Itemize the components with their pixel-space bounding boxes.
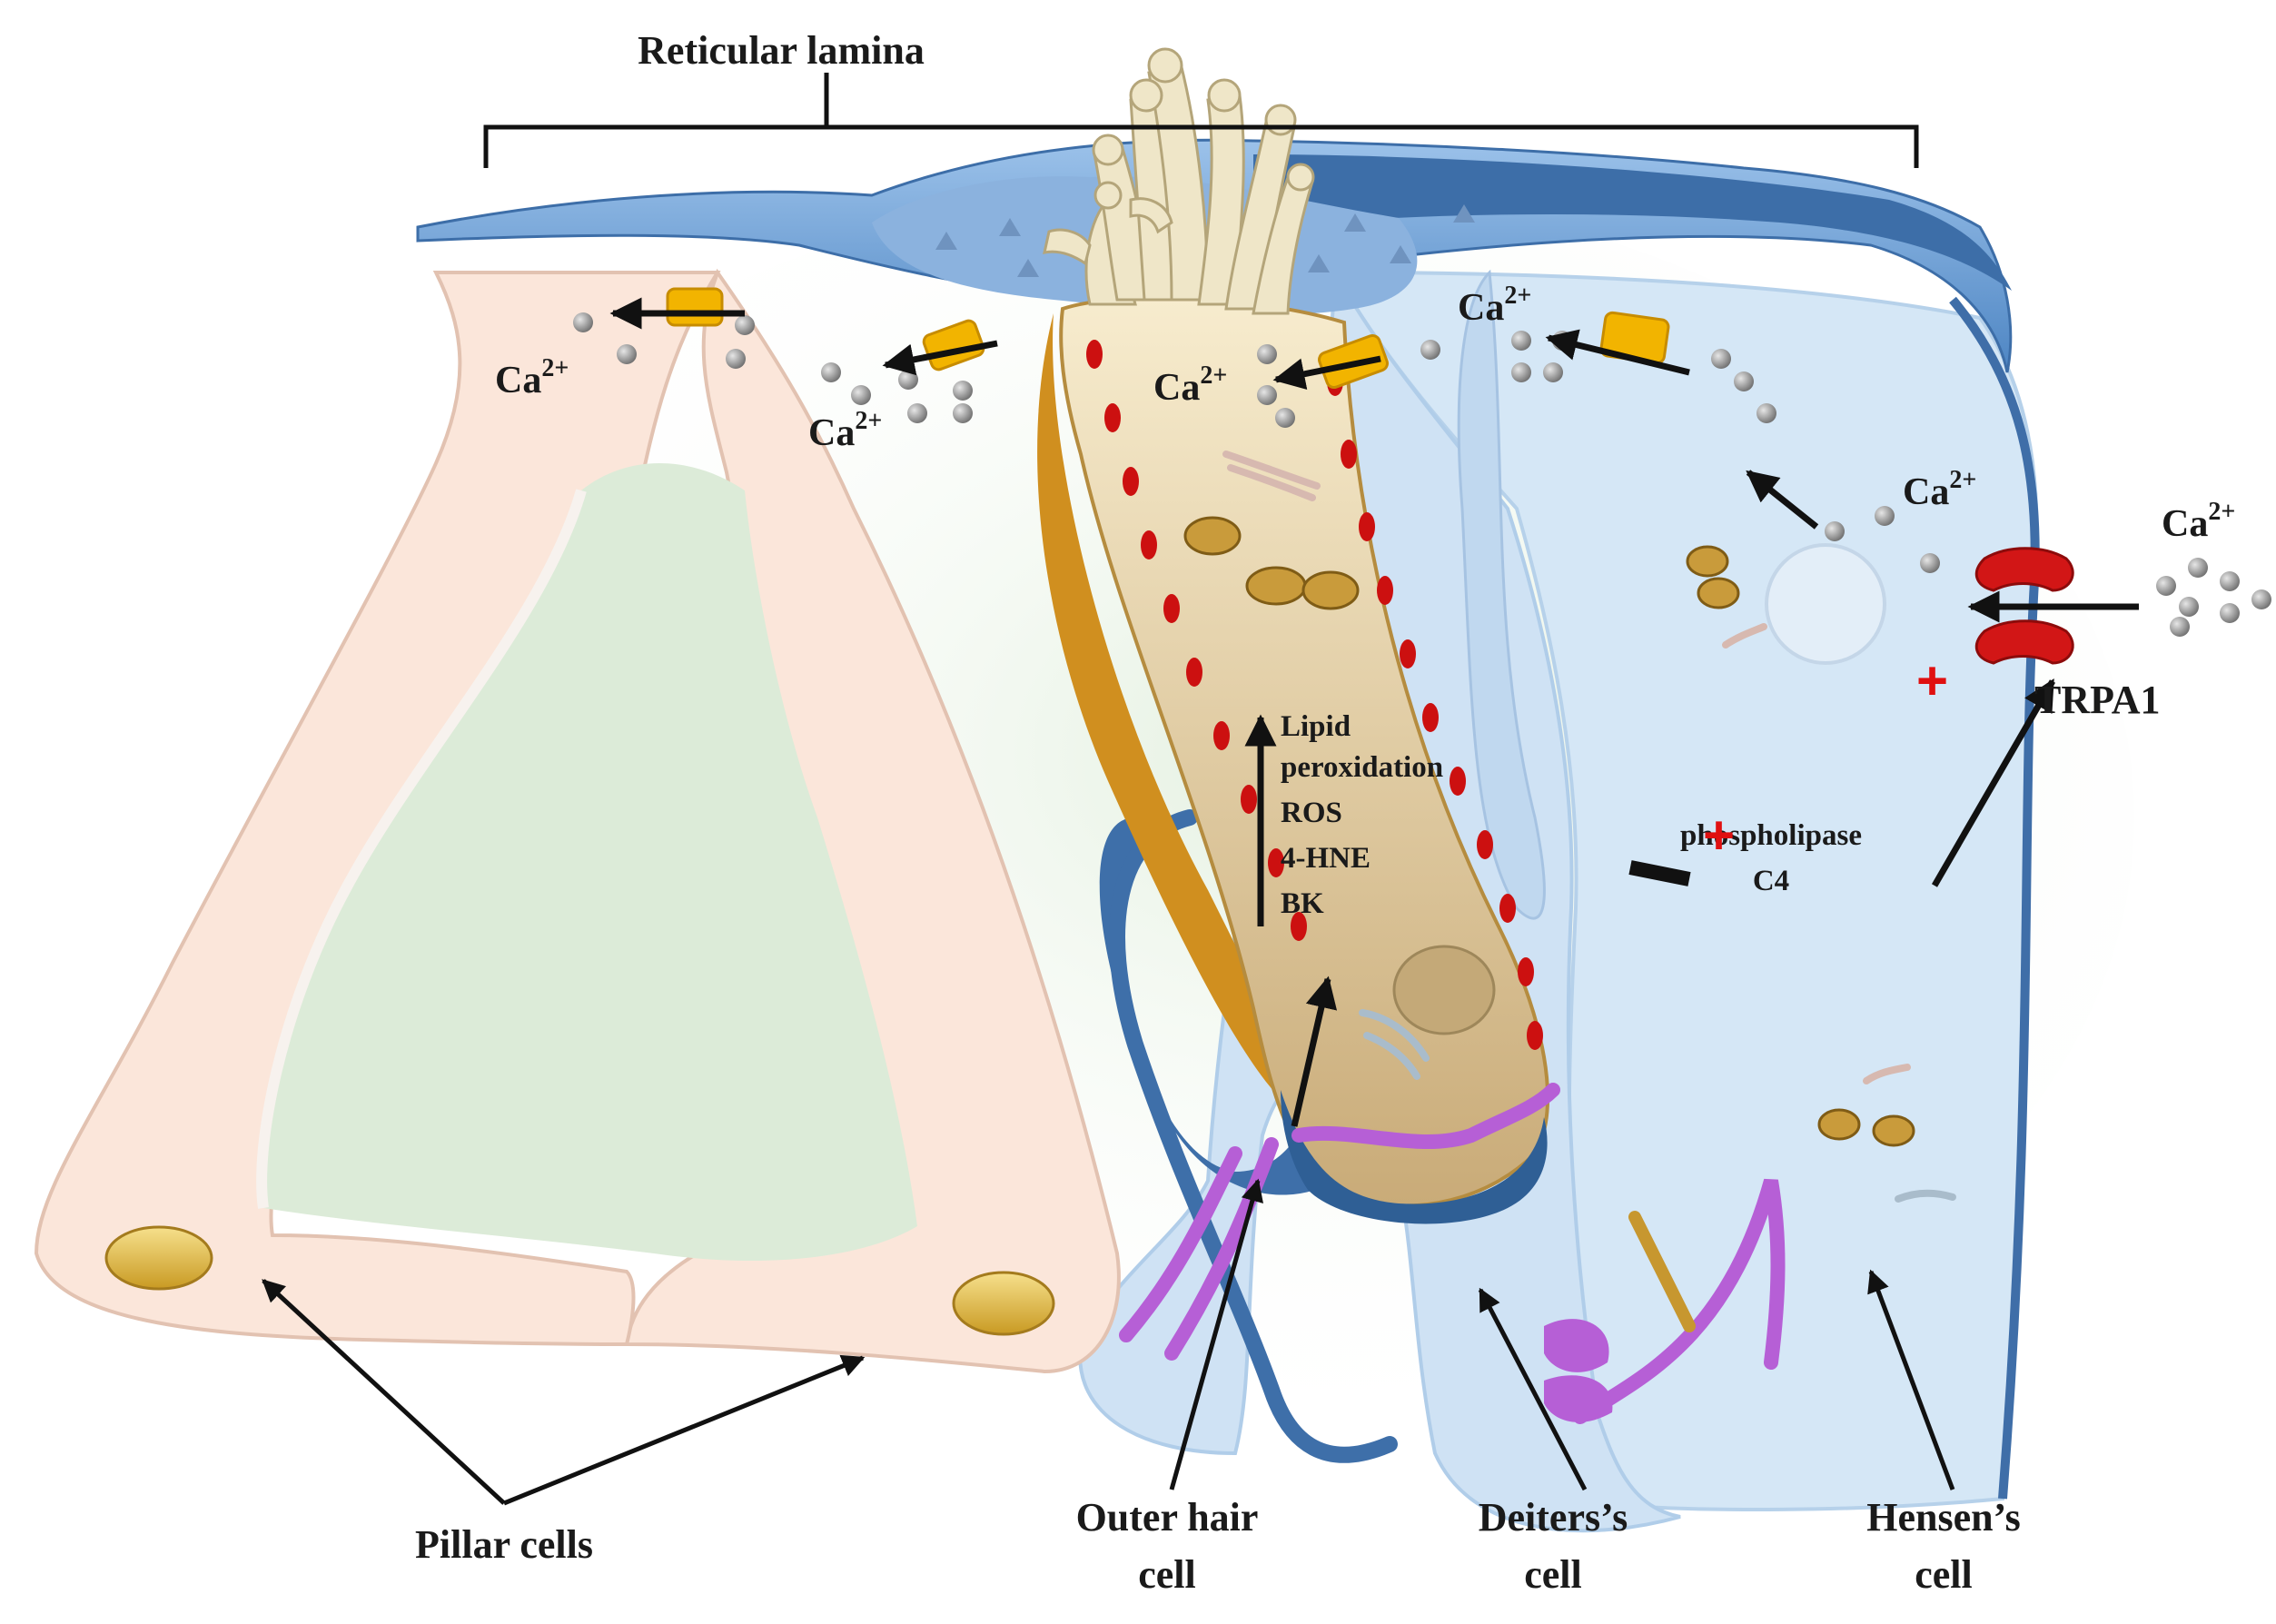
svg-text:Lipid: Lipid <box>1281 710 1351 743</box>
ca-label-5: Ca2+ <box>1903 466 1976 513</box>
flow-arrows <box>609 297 2139 1127</box>
outer-hair-cell-base <box>1281 1090 1548 1224</box>
deiters-cell-label: Deiters’s cell <box>1479 1495 1628 1597</box>
trpa1-channel <box>1974 547 2074 665</box>
svg-text:Deiters’s: Deiters’s <box>1479 1495 1628 1540</box>
golgi <box>1359 1009 1956 1203</box>
outer-hair-cell-label: Outer hair cell <box>1076 1495 1259 1597</box>
title-reticular-lamina: Reticular lamina <box>638 28 925 73</box>
svg-text:cell: cell <box>1915 1552 1973 1597</box>
svg-text:Ca2+: Ca2+ <box>1153 361 1227 409</box>
svg-text:Ca2+: Ca2+ <box>2162 498 2235 545</box>
tunnel-shading <box>256 489 587 1209</box>
svg-text:phospholipase: phospholipase <box>1680 819 1862 852</box>
prestin-dot <box>1341 440 1357 469</box>
ca-label-2: Ca2+ <box>808 407 882 454</box>
mechanism-list: Lipid peroxidation ROS 4-HNE BK <box>1281 710 1443 920</box>
pillar-nucleus-left <box>104 1225 213 1291</box>
svg-text:Hensen’s: Hensen’s <box>1866 1495 2021 1540</box>
prestin-dot <box>1400 639 1416 668</box>
endoplasmic-reticulum <box>1222 451 1911 1084</box>
prestin-dot <box>1268 848 1284 877</box>
prestin-dot <box>1241 785 1257 814</box>
ca-label-6: Ca2+ <box>2162 498 2235 545</box>
svg-text:cell: cell <box>1138 1552 1196 1597</box>
tunnel-of-corti <box>262 463 917 1262</box>
hensens-cell-label: Hensen’s cell <box>1866 1495 2021 1597</box>
trpa1-label: TRPA1 <box>2034 678 2161 722</box>
prestin-dot <box>1086 340 1103 369</box>
stereocilia-bundle <box>1043 47 1315 315</box>
pillar-cells-label: Pillar cells <box>415 1522 593 1567</box>
calcium-ions <box>573 312 2271 637</box>
svg-text:Ca2+: Ca2+ <box>495 354 569 401</box>
prestin-dot <box>1422 703 1439 732</box>
reticular-lamina-bracket <box>483 73 1919 168</box>
phospholipase-bar <box>1628 860 1691 886</box>
deiters-outer-curve <box>1109 809 1398 1463</box>
svg-text:Ca2+: Ca2+ <box>808 407 882 454</box>
svg-text:ROS: ROS <box>1281 797 1342 829</box>
prestin-dots <box>1086 340 1543 1050</box>
ca-label-4: Ca2+ <box>1458 282 1531 329</box>
lamina-triangles <box>935 204 1475 277</box>
plus-sign-trpa1: + <box>1916 650 1948 711</box>
phospholipase-label: phospholipase C4 <box>1680 819 1862 897</box>
prestin-dot <box>1450 767 1466 796</box>
svg-text:Outer hair: Outer hair <box>1076 1495 1259 1540</box>
prestin-dot <box>1186 658 1202 687</box>
prestin-dot <box>1104 403 1121 432</box>
prestin-dot <box>1359 512 1375 541</box>
nerve-tip-lower <box>1544 1375 1613 1422</box>
prestin-dot <box>1527 1021 1543 1050</box>
svg-text:BK: BK <box>1281 887 1324 920</box>
efferent-fibre <box>1628 1211 1696 1332</box>
plus-sign-phospholipase: + <box>1703 805 1735 866</box>
lamina-dark-cap <box>1253 154 2012 291</box>
nerve-fibres <box>1119 1083 1786 1424</box>
svg-text:4-HNE: 4-HNE <box>1281 842 1371 875</box>
outer-hair-cell-nucleus <box>1392 945 1496 1035</box>
svg-text:peroxidation: peroxidation <box>1281 751 1443 784</box>
prestin-dot <box>1291 912 1307 941</box>
prestin-dot <box>1213 721 1230 750</box>
svg-text:cell: cell <box>1524 1552 1582 1597</box>
label-arrows <box>262 1178 1955 1506</box>
outer-hair-cell-shadow <box>1037 313 1308 1117</box>
prestin-dot <box>1123 467 1139 496</box>
svg-text:Ca2+: Ca2+ <box>1458 282 1531 329</box>
pillar-nucleus-right <box>952 1271 1055 1336</box>
ca-label-1: Ca2+ <box>495 354 569 401</box>
prestin-dot <box>1141 530 1157 559</box>
phalangeal-process <box>1457 269 1546 920</box>
nerve-tip <box>1544 1319 1609 1372</box>
prestin-dot <box>1518 957 1534 986</box>
mitochondria <box>1183 516 1915 1147</box>
prestin-dot <box>1163 594 1180 623</box>
prestin-dot <box>1477 830 1493 859</box>
prestin-dot <box>1377 576 1393 605</box>
hensen-vacuole <box>1765 543 1886 665</box>
svg-text:C4: C4 <box>1753 865 1789 897</box>
svg-text:Ca2+: Ca2+ <box>1903 466 1976 513</box>
ca-label-3: Ca2+ <box>1153 361 1227 409</box>
prestin-dot <box>1499 894 1516 923</box>
